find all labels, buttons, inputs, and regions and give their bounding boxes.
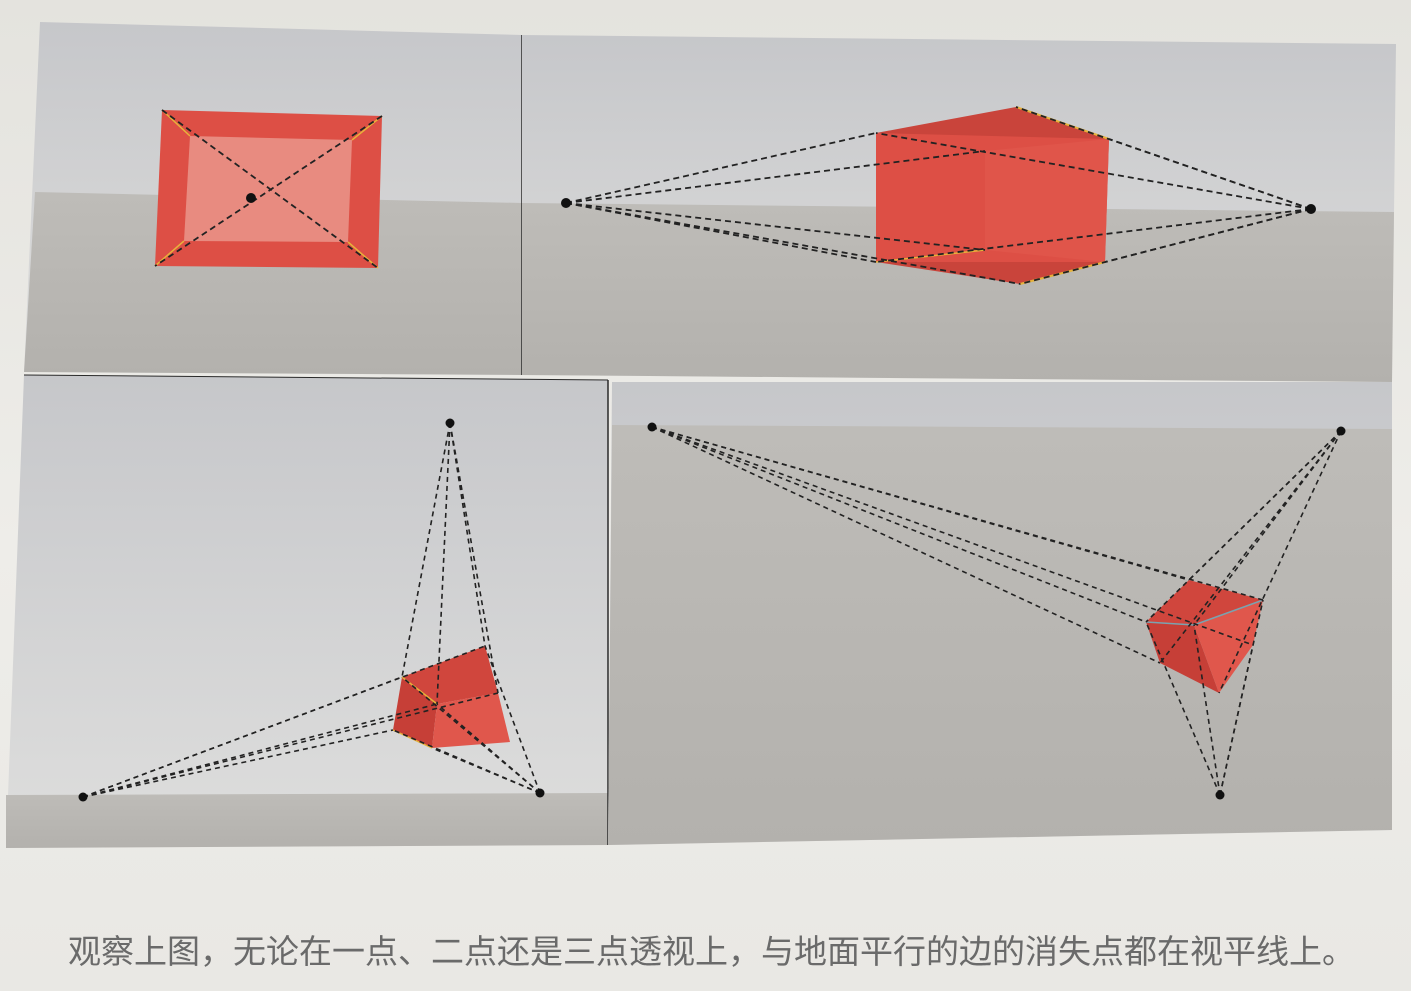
cube-three-point-up <box>392 646 510 749</box>
cube-three-point-down <box>1145 580 1264 693</box>
perspective-figure <box>6 22 1396 848</box>
vanishing-point <box>647 422 657 432</box>
figure-caption: 观察上图，无论在一点、二点还是三点透视上，与地面平行的边的消失点都在视平线上。 <box>68 932 1355 971</box>
vanishing-point <box>1306 204 1316 214</box>
vanishing-point <box>561 198 571 208</box>
perspective-lines <box>565 106 1312 285</box>
perspective-lines <box>154 109 383 269</box>
panel-two-point <box>522 35 1396 382</box>
panel-three-point-up <box>6 374 609 848</box>
vanishing-point <box>246 193 256 203</box>
vanishing-point <box>1336 426 1346 436</box>
vanishing-point <box>535 788 545 798</box>
perspective-lines <box>651 426 1342 796</box>
panel-three-point-down <box>608 382 1392 845</box>
panel-one-point <box>24 22 523 375</box>
perspective-lines <box>82 422 541 798</box>
vanishing-point <box>1215 790 1225 800</box>
vanishing-point <box>445 418 455 428</box>
vanishing-point <box>78 792 88 802</box>
